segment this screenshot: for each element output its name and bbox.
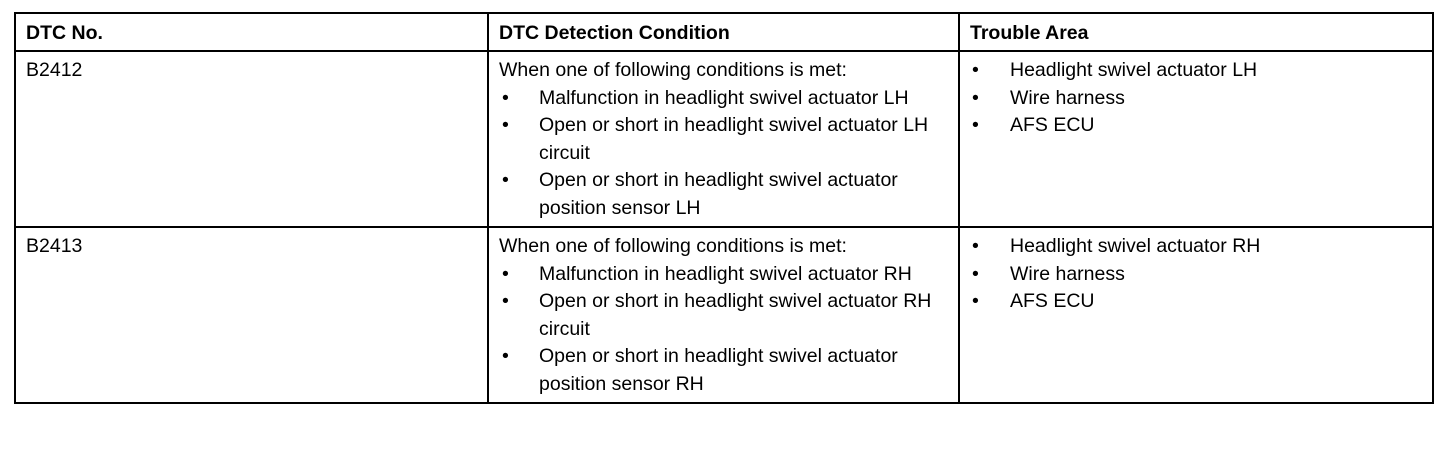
trouble-item: • AFS ECU (970, 112, 1422, 140)
condition-intro: When one of following conditions is met: (499, 59, 847, 81)
condition-text: Malfunction in headlight swivel actuator… (539, 86, 909, 109)
bullet-icon: • (972, 290, 979, 312)
condition-list: • Malfunction in headlight swivel actuato… (499, 261, 948, 399)
trouble-text: Wire harness (1010, 86, 1125, 109)
trouble-area-cell: • Headlight swivel actuator RH • Wire harne… (958, 226, 1434, 404)
condition-item: • Open or short in headlight swivel actua… (499, 343, 948, 398)
header-dtc-no: DTC No. (14, 12, 489, 52)
detection-condition-cell: When one of following conditions is met:… (487, 226, 960, 404)
bullet-icon: • (972, 114, 979, 136)
header-trouble-area: Trouble Area (958, 12, 1434, 52)
condition-text: Open or short in headlight swivel actuat… (539, 290, 932, 340)
trouble-item: • Headlight swivel actuator RH (970, 233, 1422, 261)
header-detection-condition: DTC Detection Condition (487, 12, 960, 52)
bullet-icon: • (972, 262, 979, 285)
condition-text: Open or short in headlight swivel actuat… (539, 114, 929, 164)
condition-item: • Malfunction in headlight swivel actuato… (499, 261, 948, 289)
trouble-text: Headlight swivel actuator LH (1010, 59, 1258, 81)
bullet-icon: • (972, 86, 979, 109)
bullet-icon: • (502, 262, 509, 285)
condition-intro: When one of following conditions is met: (499, 235, 847, 257)
bullet-icon: • (502, 169, 509, 191)
trouble-item: • Wire harness (970, 261, 1422, 289)
detection-condition-cell: When one of following conditions is met:… (487, 50, 960, 228)
dtc-code-cell: B2413 (14, 226, 489, 404)
trouble-text: AFS ECU (1010, 114, 1095, 136)
bullet-icon: • (502, 86, 509, 109)
condition-item: • Open or short in headlight swivel actua… (499, 112, 948, 167)
bullet-icon: • (502, 345, 509, 367)
bullet-icon: • (502, 290, 509, 312)
trouble-list: • Headlight swivel actuator LH • Wire harne… (970, 57, 1422, 140)
bullet-icon: • (502, 114, 509, 136)
condition-item: • Open or short in headlight swivel actua… (499, 288, 948, 343)
condition-text: Open or short in headlight swivel actuat… (539, 345, 898, 395)
trouble-list: • Headlight swivel actuator RH • Wire harne… (970, 233, 1422, 316)
header-row: DTC No. DTC Detection Condition Trouble … (14, 12, 1434, 52)
trouble-item: • Wire harness (970, 85, 1422, 113)
dtc-table: DTC No. DTC Detection Condition Trouble … (14, 12, 1434, 404)
condition-item: • Malfunction in headlight swivel actuato… (499, 85, 948, 113)
trouble-item: • Headlight swivel actuator LH (970, 57, 1422, 85)
trouble-item: • AFS ECU (970, 288, 1422, 316)
bullet-icon: • (972, 59, 979, 81)
trouble-area-cell: • Headlight swivel actuator LH • Wire harne… (958, 50, 1434, 228)
dtc-code-cell: B2412 (14, 50, 489, 228)
trouble-text: Headlight swivel actuator RH (1010, 235, 1261, 257)
bullet-icon: • (972, 235, 979, 257)
condition-text: Malfunction in headlight swivel actuator… (539, 262, 912, 285)
trouble-text: AFS ECU (1010, 290, 1095, 312)
trouble-text: Wire harness (1010, 262, 1125, 285)
condition-item: • Open or short in headlight swivel actua… (499, 167, 948, 222)
condition-text: Open or short in headlight swivel actuat… (539, 169, 898, 219)
table-header: DTC No. DTC Detection Condition Trouble … (14, 12, 1434, 52)
condition-list: • Malfunction in headlight swivel actuato… (499, 85, 948, 223)
